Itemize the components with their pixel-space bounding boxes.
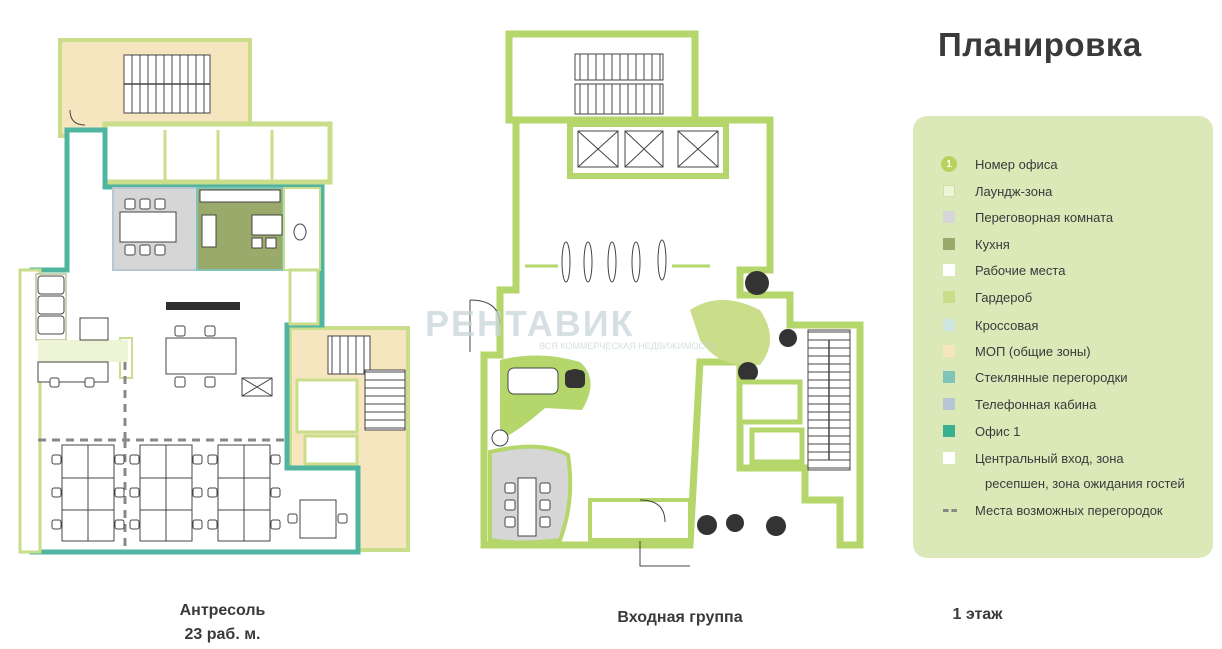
workplaces-swatch (943, 264, 955, 276)
legend-item-office-1: Офис 1 (943, 422, 1020, 440)
glass-partitions-swatch (943, 371, 955, 383)
legend-label: Переговорная комната (975, 209, 1114, 225)
legend-item-common-areas: МОП (общие зоны) (943, 342, 1091, 360)
entrance-swatch (943, 452, 955, 464)
legend-label: Рабочие места (975, 262, 1066, 278)
watermark-tagline: ВСЯ КОММЕРЧЕСКАЯ НЕДВИЖИМОСТЬ (539, 341, 717, 351)
mezzanine-plan (18, 38, 410, 555)
legend-item-workplaces: Рабочие места (943, 261, 1065, 279)
legend-item-entrance-cont: ресепшен, зона ожидания гостей (985, 474, 1185, 492)
legend-label: Номер офиса (975, 156, 1058, 172)
phone-booth-swatch (943, 398, 955, 410)
plants-row (166, 302, 240, 310)
caption-mezzanine-title: Антресоль (179, 602, 266, 619)
legend-label: ресепшен, зона ожидания гостей (985, 475, 1185, 491)
lounge-swatch (943, 185, 955, 197)
legend-item-lounge: Лаундж-зона (943, 182, 1052, 200)
legend-label: Лаундж-зона (975, 183, 1053, 199)
legend-label: Телефонная кабина (975, 396, 1097, 412)
office-number-icon: 1 (941, 156, 957, 172)
office-1-swatch (943, 425, 955, 437)
watermark-brand: РЕНТАВИК (425, 303, 635, 344)
page-title: Планировка (938, 26, 1142, 63)
legend-item-kitchen: Кухня (943, 235, 1010, 253)
legend-label: МОП (общие зоны) (975, 343, 1091, 359)
legend-item-glass-partitions: Стеклянные перегородки (943, 368, 1128, 386)
legend-item-shoe-room: Кроссовая (943, 316, 1038, 334)
legend-label: Места возможных перегородок (975, 502, 1163, 518)
legend-label: Гардероб (975, 289, 1033, 305)
kitchen-swatch (943, 238, 955, 250)
possible-partitions (38, 362, 285, 548)
legend-item-phone-booth: Телефонная кабина (943, 395, 1096, 413)
caption-entrance: Входная группа (617, 609, 743, 626)
legend-item-office-number: 1 Номер офиса (941, 155, 1058, 173)
caption-mezzanine: Антресоль 23 раб. м. (150, 602, 295, 644)
dashed-line-icon (943, 508, 957, 512)
legend-item-meeting-room: Переговорная комната (943, 208, 1113, 226)
watermark: РЕНТАВИК ВСЯ КОММЕРЧЕСКАЯ НЕДВИЖИМОСТЬ (425, 303, 716, 351)
wardrobe-swatch (943, 291, 955, 303)
workstations (61, 444, 337, 542)
caption-floor1: 1 этаж (952, 606, 1003, 623)
caption-mezzanine-seats: 23 раб. м. (184, 626, 261, 643)
legend-label: Офис 1 (975, 423, 1021, 439)
legend-label: Стеклянные перегородки (975, 369, 1128, 385)
entrance-plan (469, 30, 864, 567)
legend-label: Кроссовая (975, 317, 1039, 333)
shoe-room-swatch (943, 319, 955, 331)
legend-item-wardrobe: Гардероб (943, 288, 1032, 306)
common-areas-swatch (943, 345, 955, 357)
legend-label: Кухня (975, 236, 1010, 252)
legend-panel: 1 Номер офиса Лаундж-зона Переговорная к… (913, 116, 1213, 558)
legend-item-entrance: Центральный вход, зона (943, 449, 1124, 467)
legend-label: Центральный вход, зона (975, 450, 1124, 466)
legend-item-possible-partitions: Места возможных перегородок (943, 501, 1163, 519)
meeting-room-swatch (943, 211, 955, 223)
